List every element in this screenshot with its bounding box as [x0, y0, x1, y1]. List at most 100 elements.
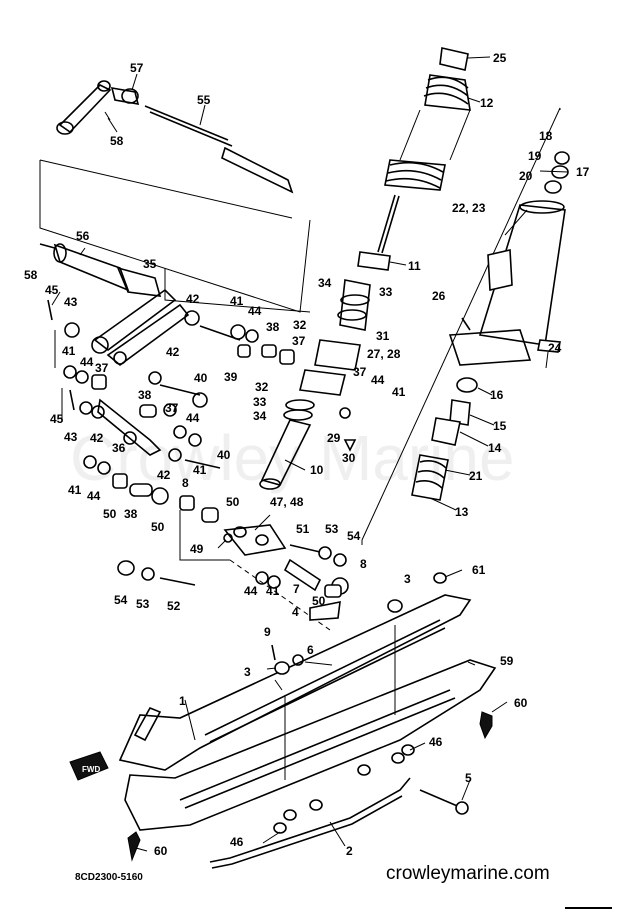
callout-9: 9 — [264, 625, 271, 639]
callout-59: 59 — [500, 654, 514, 668]
callout-6: 6 — [307, 643, 314, 657]
callout-38b: 38 — [138, 388, 152, 402]
callout-44e: 44 — [87, 489, 101, 503]
callout-11: 11 — [408, 259, 421, 273]
callout-50d: 50 — [312, 594, 326, 608]
callout-41d: 41 — [193, 463, 207, 477]
callout-42b: 42 — [166, 345, 180, 359]
diagram-code: 8CD2300-5160 — [75, 872, 143, 883]
hardware-left — [47, 299, 169, 505]
callout-35: 35 — [143, 257, 157, 271]
callout-29: 29 — [327, 431, 341, 445]
callout-53: 53 — [325, 522, 339, 536]
website-link[interactable]: crowleymarine.com — [386, 863, 550, 884]
callout-18: 18 — [539, 129, 553, 143]
callout-50c: 50 — [151, 520, 165, 534]
callout-41f: 41 — [266, 584, 280, 598]
callout-58b: 58 — [24, 268, 38, 282]
callout-16: 16 — [490, 388, 504, 402]
slide-rail-assembly — [118, 572, 497, 869]
callout-21: 21 — [469, 469, 483, 483]
callout-37: 37 — [292, 334, 306, 348]
assembly-outlines — [39, 107, 561, 631]
callout-14: 14 — [488, 441, 502, 455]
callout-19: 19 — [528, 149, 542, 163]
callout-46: 46 — [429, 735, 443, 749]
callout-42: 42 — [186, 292, 200, 306]
callout-51: 51 — [296, 522, 310, 536]
callout-20: 20 — [519, 169, 533, 183]
rear-arm-parts — [56, 80, 294, 194]
callout-7: 7 — [293, 582, 300, 596]
callout-43b: 43 — [64, 430, 78, 444]
callout-52: 52 — [167, 599, 181, 613]
callout-56: 56 — [76, 229, 90, 243]
callout-41: 41 — [230, 294, 244, 308]
callout-12: 12 — [480, 96, 494, 110]
callout-42d: 42 — [157, 468, 171, 482]
callout-26: 26 — [432, 289, 446, 303]
callout-45b: 45 — [50, 412, 64, 426]
callout-57: 57 — [130, 61, 144, 75]
pivot-assembly — [117, 524, 349, 621]
callout-33: 33 — [379, 285, 393, 299]
callout-41c: 41 — [392, 385, 406, 399]
callout-44d: 44 — [186, 411, 200, 425]
callout-10: 10 — [310, 463, 324, 477]
svg-text:FWD: FWD — [82, 765, 100, 774]
callout-50b: 50 — [103, 507, 117, 521]
callout-32b: 32 — [255, 380, 269, 394]
callout-46b: 46 — [230, 835, 244, 849]
callout-54: 54 — [347, 529, 361, 543]
callout-3: 3 — [404, 572, 411, 586]
callout-44c: 44 — [371, 373, 385, 387]
callout-33b: 33 — [253, 395, 267, 409]
callout-44: 44 — [248, 304, 262, 318]
callout-8b: 8 — [360, 557, 367, 571]
callout-34: 34 — [318, 276, 332, 290]
callout-38: 38 — [266, 320, 280, 334]
shock-absorber — [259, 47, 471, 490]
callout-41b: 41 — [62, 344, 76, 358]
callout-61: 61 — [472, 563, 486, 577]
callout-4: 4 — [292, 605, 299, 619]
callout-2: 2 — [346, 844, 353, 858]
callout-44b: 44 — [80, 355, 94, 369]
callout-27-28: 27, 28 — [367, 347, 401, 361]
callout-47-48: 47, 48 — [270, 495, 304, 509]
callout-37d: 37 — [165, 401, 179, 415]
callout-32: 32 — [293, 318, 307, 332]
leader-lines — [51, 56, 569, 852]
callout-43: 43 — [64, 295, 78, 309]
callout-22-23: 22, 23 — [452, 201, 486, 215]
callout-38c: 38 — [124, 507, 138, 521]
callout-37c: 37 — [353, 365, 367, 379]
callout-31: 31 — [376, 329, 390, 343]
callout-40b: 40 — [217, 448, 231, 462]
callout-8: 8 — [182, 476, 189, 490]
callout-55: 55 — [197, 93, 211, 107]
callout-30: 30 — [342, 451, 356, 465]
callout-3b: 3 — [244, 665, 251, 679]
callout-49: 49 — [190, 542, 204, 556]
callout-60: 60 — [514, 696, 528, 710]
callout-1: 1 — [179, 694, 186, 708]
front-arm-parts — [39, 243, 190, 367]
callout-24: 24 — [548, 341, 562, 355]
callout-50: 50 — [226, 495, 240, 509]
callout-53b: 53 — [136, 597, 150, 611]
callout-45: 45 — [45, 283, 59, 297]
shock-body-parts — [411, 151, 570, 501]
callout-58: 58 — [110, 134, 124, 148]
callout-39: 39 — [224, 370, 238, 384]
hardware-middle — [139, 310, 295, 523]
callout-41e: 41 — [68, 483, 82, 497]
callout-42c: 42 — [90, 431, 104, 445]
callout-34b: 34 — [253, 409, 267, 423]
callout-15: 15 — [493, 419, 507, 433]
callout-labels: 57 58 55 25 12 18 19 20 17 22, 23 56 58 … — [24, 51, 590, 858]
callout-44f: 44 — [244, 584, 258, 598]
callout-40: 40 — [194, 371, 208, 385]
callout-54b: 54 — [114, 593, 128, 607]
